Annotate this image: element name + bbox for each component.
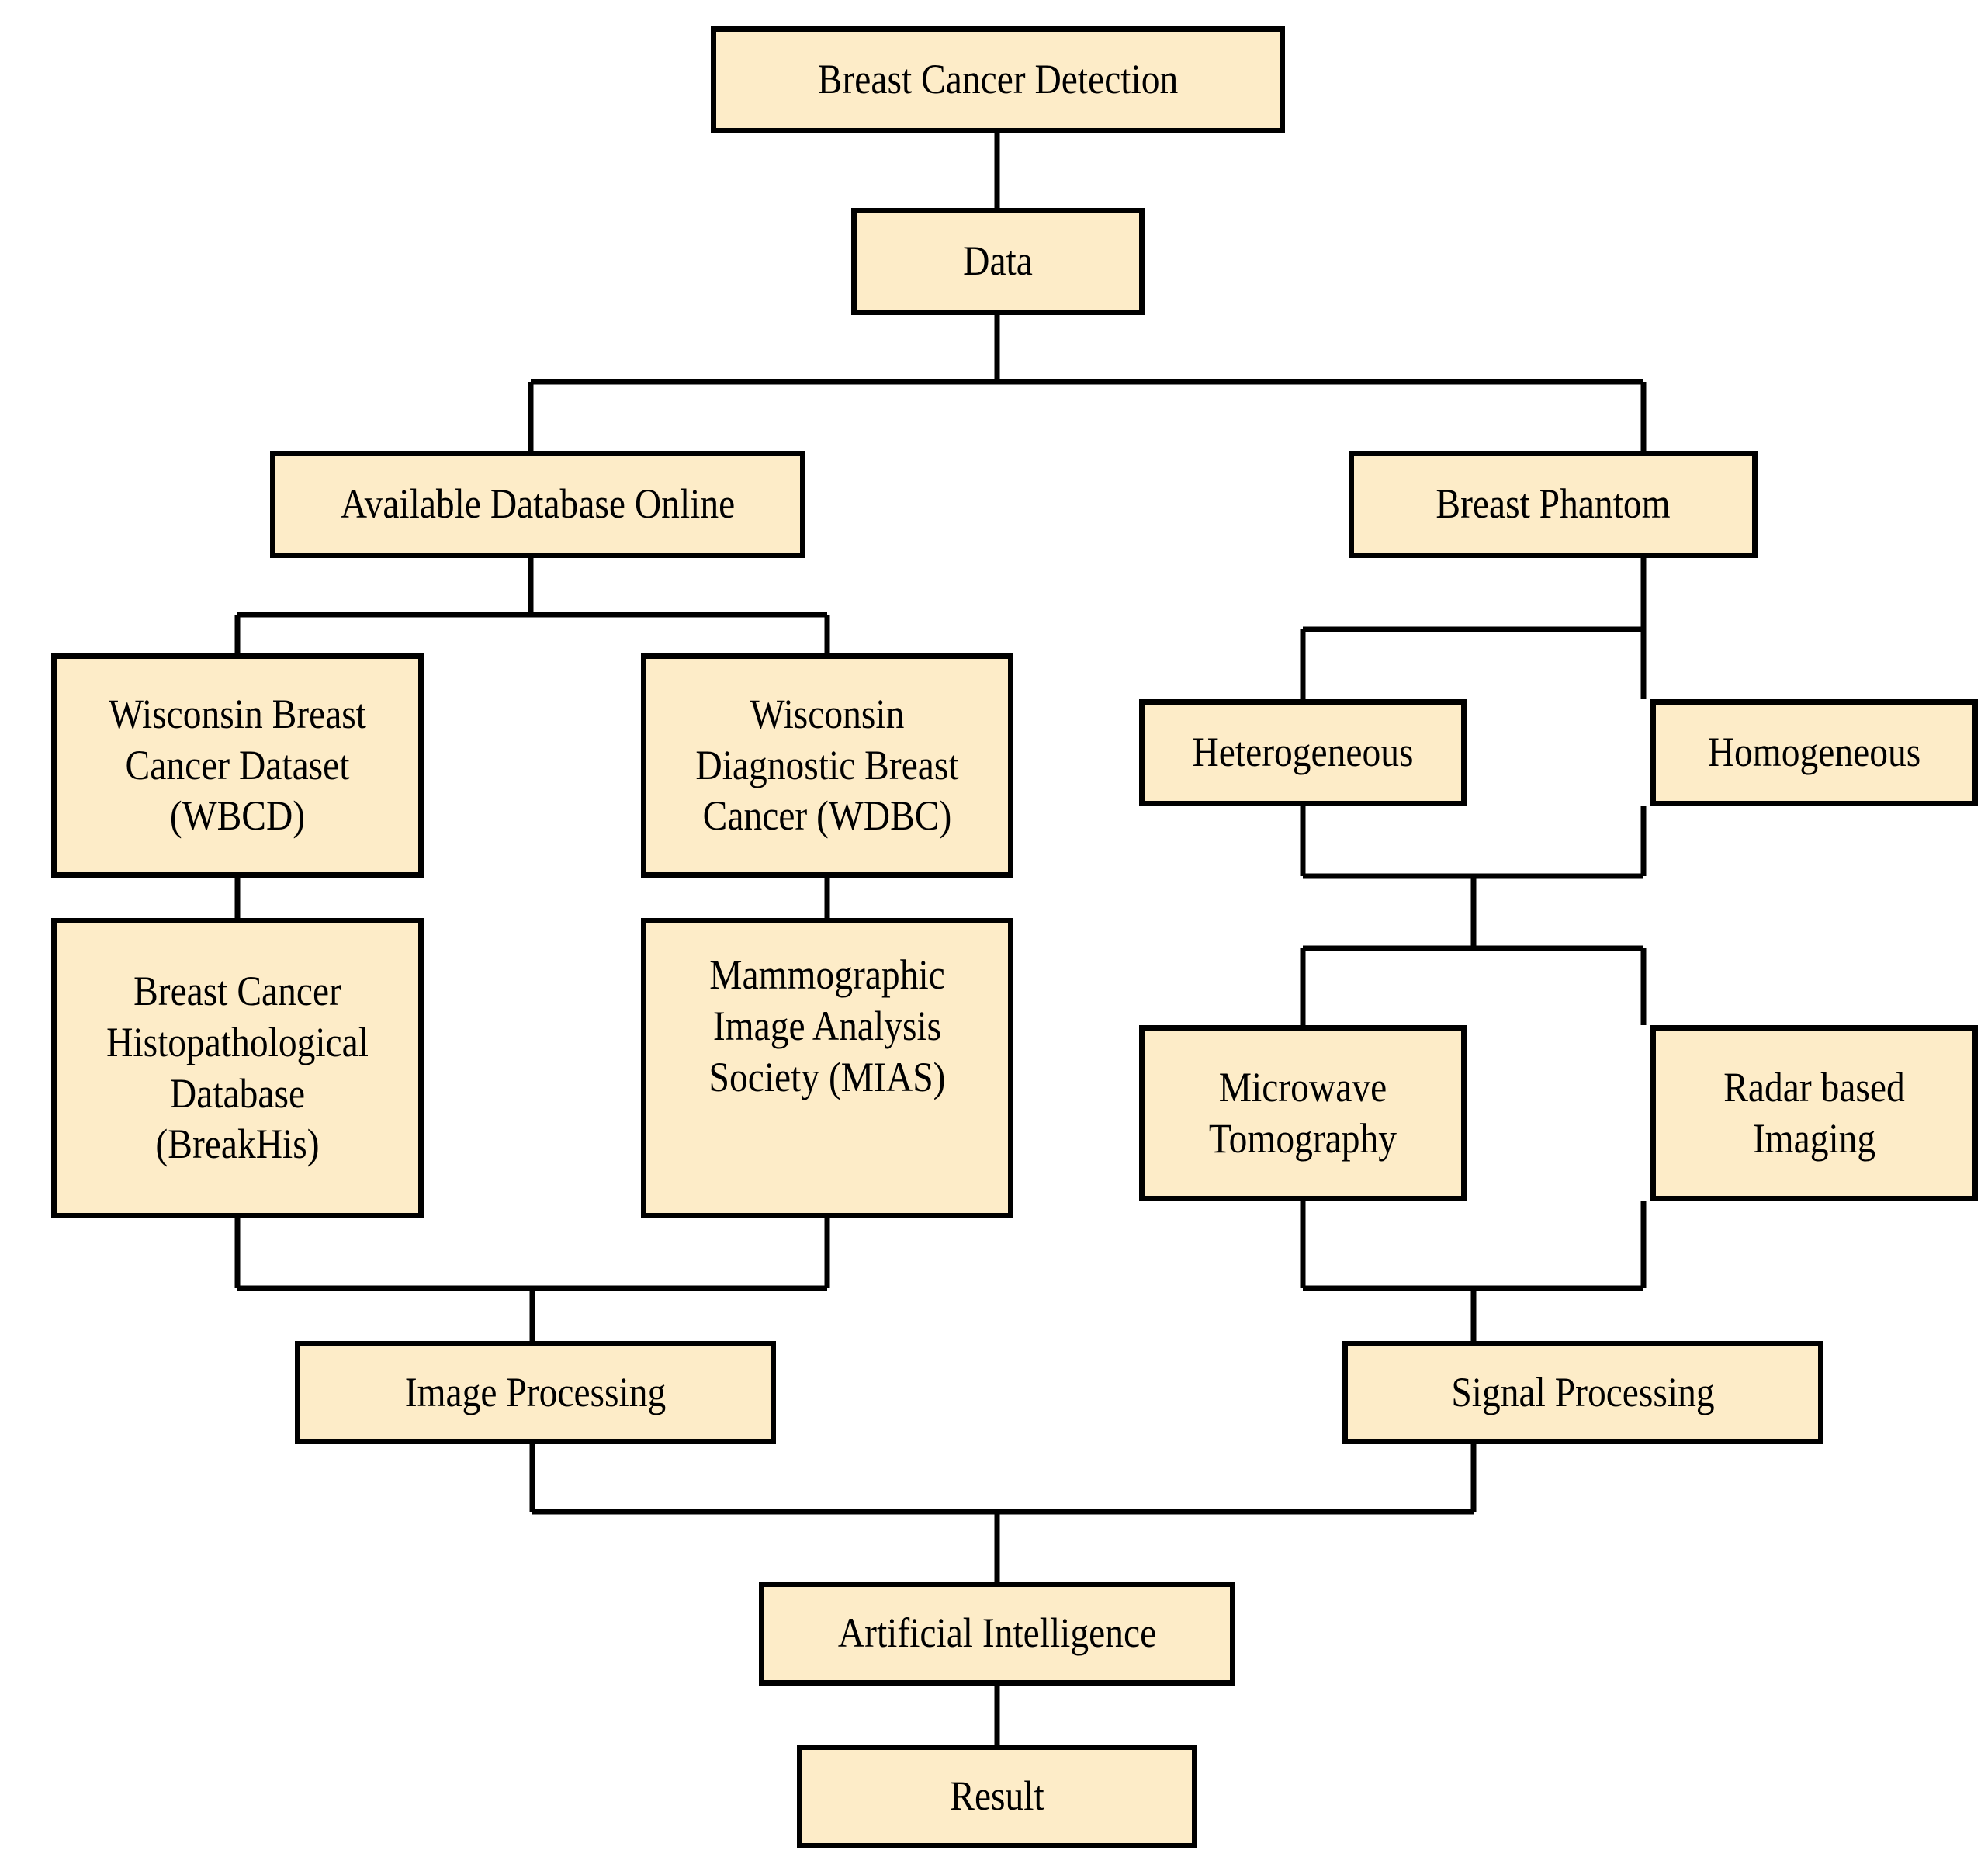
node-breakhis[interactable]: Breast Cancer Histopathological Database… <box>51 918 424 1218</box>
node-radar-based-imaging[interactable]: Radar based Imaging <box>1650 1025 1978 1201</box>
node-breast-cancer-detection[interactable]: Breast Cancer Detection <box>711 26 1285 133</box>
node-label: Breast Phantom <box>1436 480 1671 528</box>
node-label: Radar based Imaging <box>1723 1063 1905 1162</box>
node-label: Breast Cancer Histopathological Database… <box>106 967 369 1168</box>
node-label: Artificial Intelligence <box>837 1609 1157 1657</box>
node-label: Signal Processing <box>1451 1368 1715 1415</box>
node-label: Image Processing <box>404 1368 667 1415</box>
node-available-database-online[interactable]: Available Database Online <box>270 451 805 558</box>
node-data[interactable]: Data <box>851 208 1145 315</box>
node-wdbc[interactable]: Wisconsin Diagnostic Breast Cancer (WDBC… <box>641 653 1013 878</box>
node-microwave-tomography[interactable]: Microwave Tomography <box>1139 1025 1467 1201</box>
node-signal-processing[interactable]: Signal Processing <box>1342 1341 1823 1444</box>
node-label: Heterogeneous <box>1192 729 1414 776</box>
node-label: Microwave Tomography <box>1208 1063 1397 1162</box>
node-label: Result <box>950 1772 1044 1820</box>
node-image-processing[interactable]: Image Processing <box>295 1341 776 1444</box>
node-wbcd[interactable]: Wisconsin Breast Cancer Dataset (WBCD) <box>51 653 424 878</box>
node-homogeneous[interactable]: Homogeneous <box>1650 699 1978 806</box>
node-label: Breast Cancer Detection <box>817 56 1179 103</box>
node-heterogeneous[interactable]: Heterogeneous <box>1139 699 1467 806</box>
node-mias[interactable]: Mammographic Image Analysis Society (MIA… <box>641 918 1013 1218</box>
node-result[interactable]: Result <box>797 1745 1197 1848</box>
node-label: Mammographic Image Analysis Society (MIA… <box>708 951 946 1100</box>
node-label: Homogeneous <box>1707 729 1921 776</box>
node-breast-phantom[interactable]: Breast Phantom <box>1349 451 1758 558</box>
node-label: Wisconsin Breast Cancer Dataset (WBCD) <box>108 690 366 840</box>
node-label: Available Database Online <box>340 480 736 528</box>
node-label: Wisconsin Diagnostic Breast Cancer (WDBC… <box>695 690 959 840</box>
node-artificial-intelligence[interactable]: Artificial Intelligence <box>759 1582 1235 1686</box>
node-label: Data <box>963 237 1033 285</box>
